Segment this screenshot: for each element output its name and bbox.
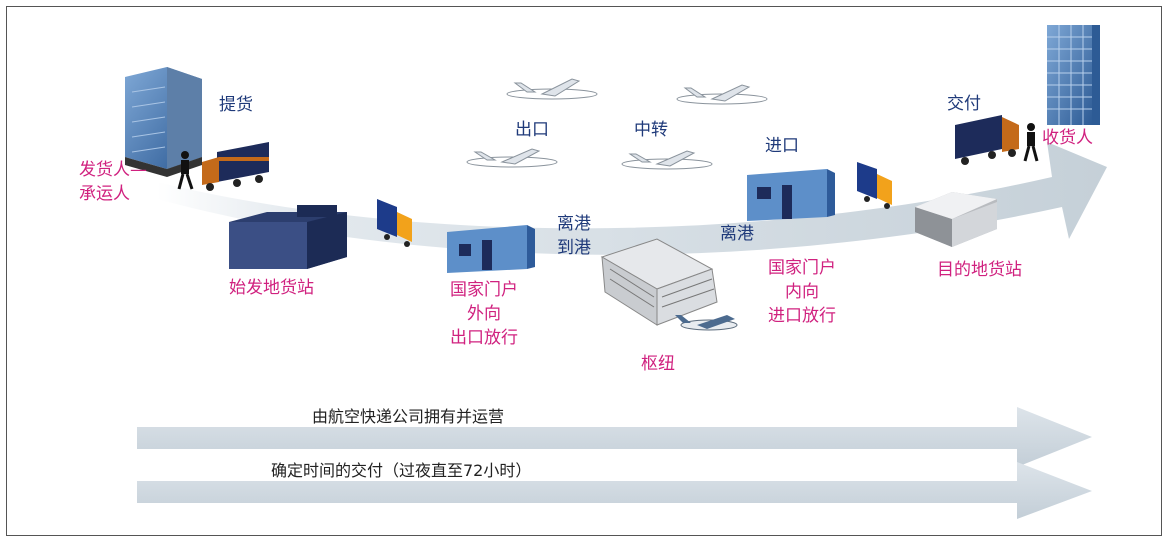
gateway-out-line2: 外向: [467, 304, 501, 324]
gateway-out-line1: 国家门户: [450, 280, 518, 300]
gateway-in-line3: 进口放行: [768, 306, 836, 326]
inbound-gateway-icon: [747, 169, 835, 221]
airplane-icon: [676, 84, 768, 105]
time-definite-text: 确定时间的交付（过夜直至72小时）: [271, 461, 532, 480]
shipper-person-icon: [177, 151, 194, 190]
departure-arrival-label-line2: 到港: [557, 238, 591, 258]
owned-operated-text: 由航空快递公司拥有并运营: [312, 407, 505, 426]
delivery-label: 交付: [947, 94, 981, 114]
diagram-frame: 提货 出口 中转 进口 交付 收货人 发货人— 承运人 始发地货站 目的地货站 …: [6, 6, 1162, 536]
time-definite-arrow: [137, 462, 1092, 519]
departure-arrival-label-line1: 离港: [557, 214, 591, 234]
origin-station-label: 始发地货站: [229, 278, 314, 298]
destination-station-label: 目的地货站: [937, 260, 1022, 280]
truck-icon: [857, 162, 892, 209]
consignee-label: 收货人: [1042, 128, 1093, 148]
gateway-out-line3: 出口放行: [450, 328, 518, 348]
import-label: 进口: [765, 136, 799, 156]
export-label: 出口: [515, 120, 549, 140]
outbound-gateway-icon: [447, 225, 535, 273]
owned-operated-arrow: [137, 407, 1092, 467]
gateway-in-line1: 国家门户: [768, 258, 836, 278]
consignee-person-icon: [1023, 123, 1039, 162]
airplane-icon: [466, 148, 558, 168]
shipper-label-line1: 发货人—: [79, 160, 147, 180]
truck-icon: [377, 199, 412, 247]
pickup-label: 提货: [219, 95, 253, 115]
hub-airplane-icon: [675, 315, 738, 331]
shipper-label-line2: 承运人: [79, 184, 130, 204]
hub-terminal-icon: [600, 238, 718, 326]
airplane-icon: [506, 78, 598, 100]
origin-station-icon: [229, 205, 347, 269]
delivery-truck-icon: [955, 115, 1019, 165]
diagram-graphics: [125, 25, 1107, 519]
consignee-tower-icon: [1047, 25, 1100, 125]
airplane-icon: [621, 150, 713, 170]
pickup-truck-icon: [202, 142, 269, 191]
destination-station-icon: [915, 192, 997, 247]
gateway-in-line2: 内向: [785, 282, 819, 302]
departure-label: 离港: [720, 224, 754, 244]
hub-label: 枢纽: [641, 354, 675, 374]
transit-label: 中转: [634, 120, 668, 140]
